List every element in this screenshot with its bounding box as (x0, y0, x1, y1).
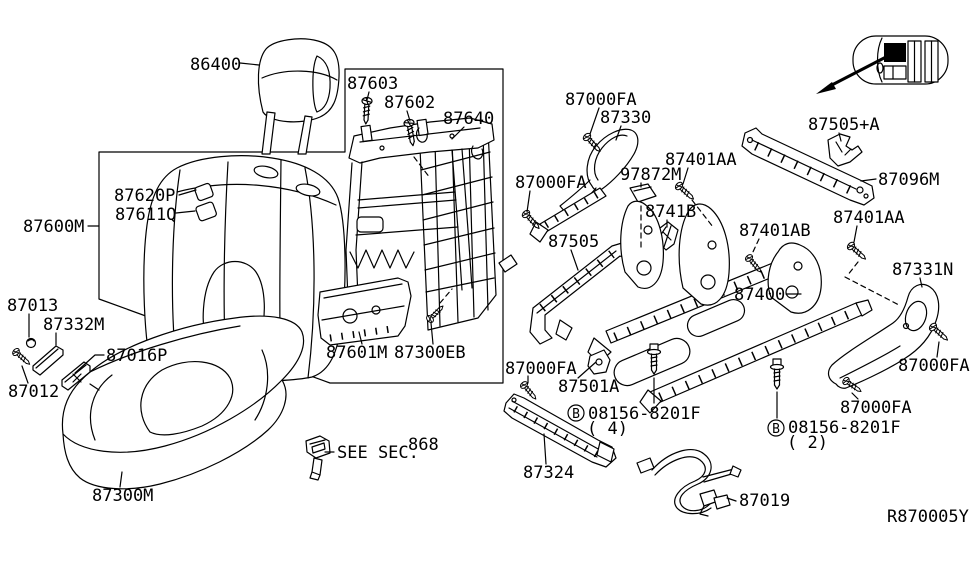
label-8741B: 8741B (645, 202, 696, 222)
part-labels: 86400 87603 87602 87640 87620P 87611Q 87… (7, 55, 970, 511)
pad-97872M-drawing (629, 183, 657, 203)
label-87603: 87603 (347, 74, 398, 94)
seat-frame-87400-drawing (587, 180, 873, 414)
locator-arrow (827, 55, 887, 89)
left-small-parts (10, 337, 91, 391)
riser-bracket-left (620, 200, 664, 289)
strip-87332M (32, 345, 64, 376)
label-87016P: 87016P (106, 346, 167, 366)
seat-position-marker (884, 43, 906, 62)
headrest-guide-hole (253, 165, 279, 179)
label-87505: 87505 (548, 232, 599, 252)
see-section-note: SEE SEC. 868 (337, 435, 439, 463)
headrest-guide-hole (295, 183, 321, 197)
label-87332M: 87332M (43, 315, 104, 335)
shield-87331N-drawing (827, 283, 951, 396)
label-87096M: 87096M (878, 170, 939, 190)
label-bolt-part-rear: 08156-8201F (788, 418, 901, 438)
frame-spring-zigzag (349, 249, 415, 269)
label-87400: 87400 (734, 285, 785, 305)
label-87600M: 87600M (23, 217, 84, 237)
clamp-87505A-drawing (827, 133, 863, 167)
label-87401AA-1: 87401AA (665, 150, 737, 170)
label-87401AB: 87401AB (739, 221, 811, 241)
label-87000FA-2: 87000FA (515, 173, 587, 193)
strip-87324-drawing (503, 379, 617, 468)
label-87013: 87013 (7, 296, 58, 316)
label-87640: 87640 (443, 109, 494, 129)
label-87000FA-4: 87000FA (898, 356, 970, 376)
screw-87000FA-track (520, 208, 543, 232)
label-87401AA-2: 87401AA (833, 208, 905, 228)
finisher-87016P (61, 361, 91, 391)
label-87611Q: 87611Q (115, 205, 176, 225)
seat-belt-buckle-drawing (305, 435, 331, 481)
label-87324: 87324 (523, 463, 574, 483)
label-87330: 87330 (600, 108, 651, 128)
label-section-868: 868 (408, 435, 439, 455)
label-97872M: 97872M (620, 165, 681, 185)
bracket-87501A (587, 349, 611, 375)
vehicle-locator-legend (816, 35, 949, 94)
bolt-08156-rear (769, 358, 785, 390)
label-87331N: 87331N (892, 260, 953, 280)
frame-top-beam (348, 117, 495, 164)
screw-87401AA-2 (845, 240, 869, 263)
seat-cushion-drawing (61, 315, 305, 490)
headrest-drawing (257, 38, 340, 155)
circled-b-symbol: B (772, 422, 780, 437)
crossmember-87096M-drawing (741, 127, 875, 206)
circled-b-symbol: B (572, 407, 580, 422)
label-87000FA-5: 87000FA (840, 398, 912, 418)
lumbar-knob (356, 216, 384, 233)
label-87012: 87012 (8, 382, 59, 402)
screw-87603 (360, 96, 373, 125)
leader-lines (21, 62, 940, 502)
label-87000FA-1: 87000FA (565, 90, 637, 110)
label-87300EB: 87300EB (394, 343, 466, 363)
label-87601M: 87601M (326, 343, 387, 363)
label-86400: 86400 (190, 55, 241, 75)
label-87019: 87019 (739, 491, 790, 511)
label-87300M: 87300M (92, 486, 153, 506)
riser-bracket-center (678, 203, 730, 306)
hardware-callout-rear: B 08156-8201F ( 2) (767, 418, 901, 453)
label-87501A: 87501A (558, 377, 619, 397)
enclosure-box (98, 68, 504, 384)
figure-code: R870005Y (887, 507, 969, 527)
seat-back-frame-drawing (317, 96, 497, 346)
label-87602: 87602 (384, 93, 435, 113)
riser-bracket-right (767, 242, 822, 314)
label-87620P: 87620P (114, 186, 175, 206)
screw-87012 (10, 346, 33, 368)
label-bolt-part-front: 08156-8201F (588, 404, 701, 424)
recliner-87330-drawing (520, 128, 639, 243)
hardware-callout-front: B 08156-8201F ( 4) (567, 404, 701, 439)
label-bolt-qty-front: ( 4) (587, 419, 628, 439)
part-87620P-drawing (194, 182, 214, 202)
label-87000FA-3: 87000FA (505, 359, 577, 379)
label-bolt-qty-rear: ( 2) (787, 433, 828, 453)
harness-87019-drawing (636, 449, 742, 517)
label-see-sec: SEE SEC. (337, 443, 419, 463)
part-87611Q-drawing (195, 201, 217, 222)
label-87505A: 87505+A (808, 115, 880, 135)
